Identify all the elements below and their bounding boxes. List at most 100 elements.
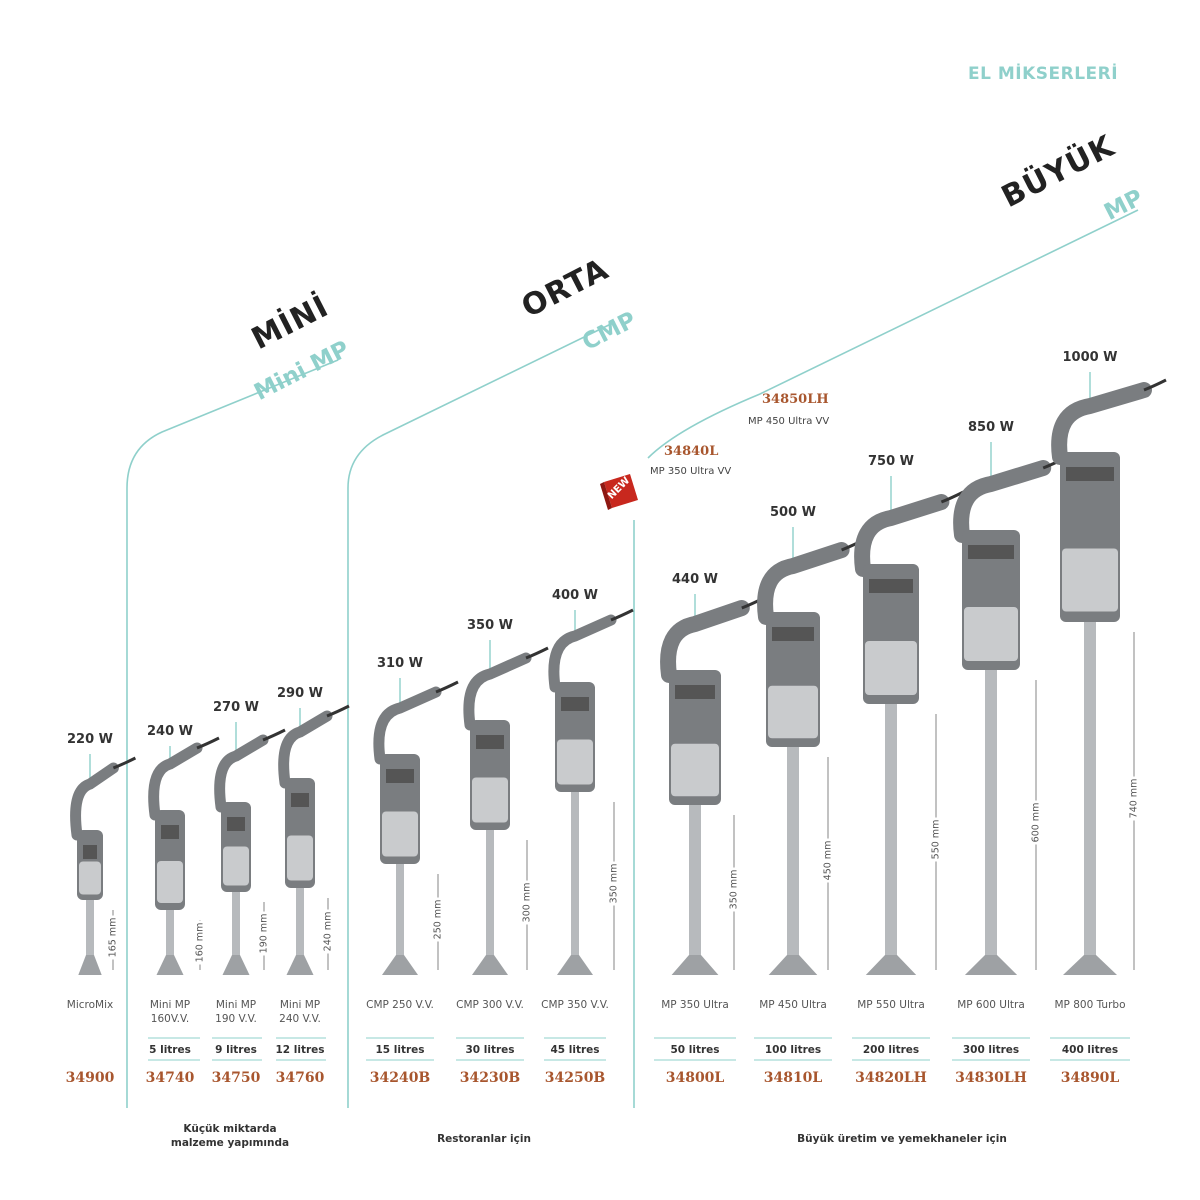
model-label: MP 600 Ultra	[957, 999, 1025, 1011]
mixer-vent	[869, 579, 913, 593]
mixer-steel-sleeve	[157, 861, 183, 903]
capacity-label: 30 litres	[465, 1044, 515, 1056]
product-mixer-4	[373, 678, 459, 975]
mixer-shaft	[885, 704, 897, 957]
mixer-shaft	[787, 747, 799, 957]
mixer-handle	[70, 762, 119, 841]
product-code: 34890L	[1060, 1070, 1120, 1086]
mixer-blade-bell	[768, 955, 818, 975]
category-line-buyuk	[647, 209, 1139, 459]
capacity-label: 15 litres	[375, 1044, 425, 1056]
mixer-steel-sleeve	[865, 641, 917, 695]
mixer-handle	[660, 600, 750, 683]
product-mixer-9	[854, 476, 965, 975]
power-label: 350 W	[466, 618, 514, 633]
shaft-length-label: 160 mm	[194, 920, 206, 964]
shaft-length-label: 350 mm	[608, 861, 620, 905]
shaft-length-label: 250 mm	[432, 897, 444, 941]
capacity-label: 100 litres	[764, 1044, 822, 1056]
capacity-label: 45 litres	[550, 1044, 600, 1056]
power-label: 240 W	[146, 724, 194, 739]
mixer-shaft	[689, 805, 701, 957]
power-label: 290 W	[276, 686, 324, 701]
mixer-vent	[476, 735, 504, 749]
product-mixer-0	[70, 754, 137, 975]
product-mixer-10	[953, 442, 1066, 975]
page-title: EL MİKSERLERİ	[968, 64, 1119, 84]
power-label: 270 W	[212, 700, 260, 715]
shaft-length-label: 550 mm	[930, 817, 942, 861]
power-label: 310 W	[376, 656, 424, 671]
capacity-label: 5 litres	[149, 1044, 191, 1056]
product-code: 34820LH	[855, 1070, 927, 1086]
mixer-steel-sleeve	[557, 739, 593, 785]
power-label: 220 W	[66, 732, 114, 747]
mixer-handle	[148, 742, 203, 821]
callout-model-mp350vv: MP 350 Ultra VV	[650, 466, 732, 477]
model-label: MicroMix	[66, 999, 114, 1011]
mixer-handle	[548, 614, 617, 693]
mixer-handle	[214, 734, 269, 813]
power-label: 440 W	[671, 572, 719, 587]
power-label: 1000 W	[1062, 350, 1118, 365]
category-footer-buyuk: Büyük üretim ve yemekhaneler için	[797, 1133, 1007, 1145]
mixer-shaft	[486, 830, 494, 957]
mixer-handle	[1051, 382, 1152, 465]
mixer-vent	[291, 793, 309, 807]
shaft-length-label: 165 mm	[107, 915, 119, 959]
mixer-vent	[161, 825, 179, 839]
model-label: CMP 350 V.V.	[541, 999, 609, 1011]
shaft-length-label: 350 mm	[728, 867, 740, 912]
model-label: CMP 300 V.V.	[456, 999, 524, 1011]
product-mixer-7	[660, 594, 765, 975]
mixer-blade-bell	[865, 955, 917, 975]
mixer-cable	[326, 704, 350, 718]
product-code: 34250B	[544, 1070, 606, 1086]
callout-model-mp450vv: MP 450 Ultra VV	[748, 416, 830, 427]
power-label: 850 W	[967, 420, 1015, 435]
capacity-label: 12 litres	[275, 1044, 325, 1056]
mixer-steel-sleeve	[964, 607, 1018, 661]
mixer-cable	[112, 756, 137, 770]
model-label: Mini MP 160V.V.	[149, 999, 191, 1025]
mixer-shaft	[396, 864, 404, 957]
product-code: 34810L	[763, 1070, 823, 1086]
mixer-handle	[278, 710, 333, 789]
model-label: Mini MP 240 V.V.	[279, 999, 321, 1025]
mixer-shaft	[296, 888, 304, 957]
shaft-length-label: 240 mm	[322, 909, 334, 953]
mixer-steel-sleeve	[223, 846, 249, 886]
capacity-label: 300 litres	[962, 1044, 1020, 1056]
mixer-blade-bell	[472, 955, 508, 975]
category-line-mini	[126, 359, 339, 1108]
model-label: MP 450 Ultra	[759, 999, 827, 1011]
shaft-length-label: 450 mm	[822, 838, 834, 883]
category-footer-orta: Restoranlar için	[437, 1133, 531, 1145]
mixer-steel-sleeve	[671, 743, 719, 797]
mixer-cable	[525, 646, 549, 660]
product-code: 34900	[65, 1070, 115, 1086]
mixer-vent	[386, 769, 414, 783]
model-label: Mini MP 190 V.V.	[215, 999, 257, 1025]
mixer-vent	[227, 817, 245, 831]
mixer-vent	[1066, 467, 1114, 481]
product-mixer-3	[278, 704, 350, 975]
product-code: 34740	[145, 1070, 195, 1086]
product-mixer-8	[757, 527, 865, 975]
mixer-vent	[772, 627, 814, 641]
mixer-handle	[953, 460, 1052, 543]
mixer-blade-bell	[557, 955, 593, 975]
mixer-blade-bell	[382, 955, 418, 975]
mixer-blade-bell	[286, 955, 314, 975]
mixer-blade-bell	[964, 955, 1018, 975]
callout-code-34850lh: 34850LH	[762, 392, 829, 407]
capacity-label: 50 litres	[670, 1044, 720, 1056]
mixer-steel-sleeve	[382, 811, 418, 857]
model-label: MP 550 Ultra	[857, 999, 925, 1011]
mixer-blade-bell	[671, 955, 719, 975]
mixer-cable	[435, 680, 459, 694]
mixer-steel-sleeve	[287, 835, 313, 881]
mixer-blade-bell	[78, 955, 102, 975]
shaft-length-label: 190 mm	[258, 911, 270, 955]
